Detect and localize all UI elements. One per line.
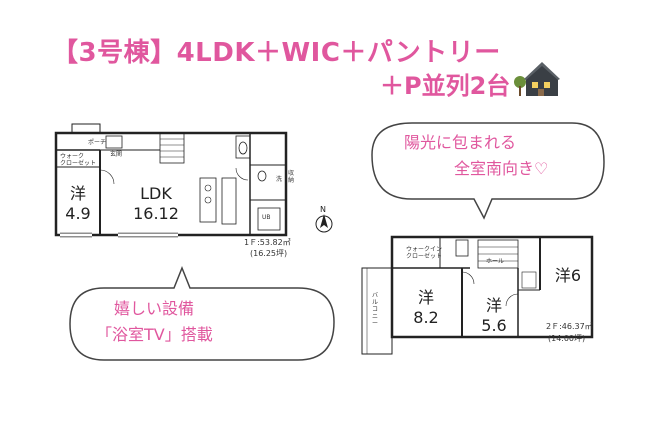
ub-label: UB <box>262 214 271 221</box>
floor1-room-ldk: LDK 16.12 <box>124 184 188 224</box>
bubble-bath-line1: 嬉しい設備 <box>114 299 195 318</box>
wash-label: 洗 <box>276 176 283 183</box>
room-name: 洋 <box>69 184 86 203</box>
floor1-area: 1Ｆ:53.82㎡ <box>244 238 291 247</box>
house-icon <box>514 62 560 96</box>
porch-label: ポーチ <box>88 139 107 146</box>
wic-label: ウォークイン クローゼット <box>406 246 443 260</box>
storage-label: 収納 <box>288 170 295 184</box>
room-name: 洋 <box>417 288 434 307</box>
floor2-plan <box>361 235 594 355</box>
floor2-room-3: 洋6 <box>554 266 582 285</box>
floor2-room-1: 洋 8.2 <box>406 288 446 328</box>
bubble-bath-tv <box>69 265 335 361</box>
room-size: 8.2 <box>413 308 439 327</box>
floor1-tsubo: (16.25坪) <box>250 249 288 258</box>
room-name: 洋 <box>485 296 502 315</box>
room-name: LDK <box>140 184 172 203</box>
bubble-sunlight-line1: 陽光に包まれる <box>404 133 517 152</box>
floor2-tsubo: (14.00坪) <box>548 334 586 343</box>
closet-label: ウォーク クローゼット <box>60 153 97 167</box>
bubble-sunlight-line2: 全室南向き♡ <box>454 159 549 178</box>
hall-label: ホール <box>486 258 505 265</box>
floor1-room-western: 洋 4.9 <box>60 184 96 224</box>
room-size: 4.9 <box>65 204 91 223</box>
floor2-area: 2Ｆ:46.37㎡ <box>546 322 593 331</box>
room-size: 16.12 <box>133 204 179 223</box>
svg-text:N: N <box>320 205 326 214</box>
balcony-label: バルコニー <box>372 292 379 327</box>
page-title: 【3号棟】4LDK＋WIC＋パントリー <box>52 38 501 68</box>
bubble-bath-line2: 「浴室TV」搭載 <box>96 325 213 344</box>
page-subtitle: ＋P並列2台 <box>380 72 511 100</box>
floor2-room-2: 洋 5.6 <box>474 296 514 336</box>
entrance-label: 玄関 <box>110 151 123 158</box>
north-arrow-icon: N <box>315 205 333 233</box>
floor1-plan <box>54 123 288 238</box>
room-size: 5.6 <box>481 316 507 335</box>
bubble-sunlight <box>371 122 605 220</box>
